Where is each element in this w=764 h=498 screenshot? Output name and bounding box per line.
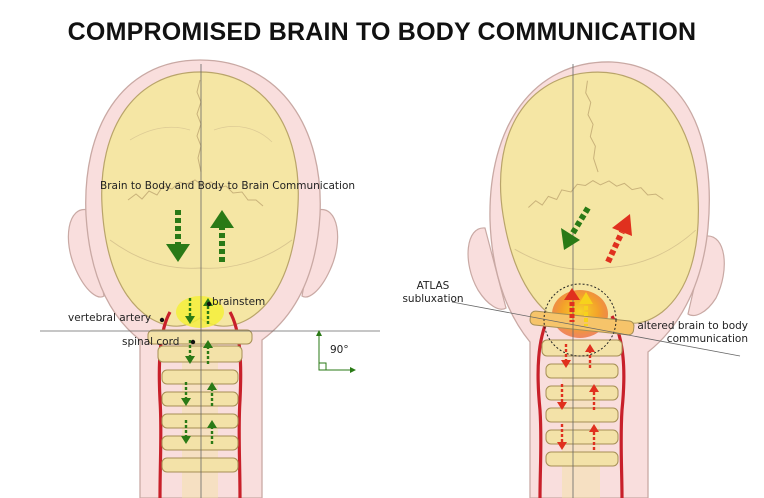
right-vertebral-artery-left xyxy=(536,317,550,498)
right-vertebra-c4 xyxy=(545,385,619,401)
brainstem-pointer-dot xyxy=(206,301,212,307)
right-tilted-line xyxy=(451,301,741,357)
right-vertebrae xyxy=(529,310,635,467)
spinal-cord-pointer-dot xyxy=(190,339,196,345)
right-head-right-ear xyxy=(687,235,725,317)
left-axis-vertebra xyxy=(157,345,243,363)
atlas-label-line2: subluxation xyxy=(402,293,464,305)
right-vertebral-artery-right xyxy=(610,315,626,498)
right-axis-vertebra xyxy=(541,339,623,357)
right-vertebra-c3 xyxy=(545,363,619,379)
communication-label: Brain to Body and Body to Brain Communic… xyxy=(100,180,355,193)
spinal-cord-label: spinal cord xyxy=(122,336,180,348)
atlas-label-line1: ATLAS xyxy=(416,280,450,292)
left-vertebra-c4 xyxy=(161,391,239,407)
altered-label-line1: altered brain to body xyxy=(637,320,748,332)
vertebral-artery-label: vertebral artery xyxy=(68,312,152,324)
subluxation-dotted-circle xyxy=(543,283,617,357)
left-vertebra-c6 xyxy=(161,435,239,451)
subluxation-arrows xyxy=(564,288,593,326)
left-vertebrae xyxy=(147,329,253,473)
page-title: COMPROMISED BRAIN TO BODY COMMUNICATION xyxy=(67,18,697,46)
left-head-skull xyxy=(101,71,299,327)
left-up-arrow-large xyxy=(210,210,234,262)
communication-label-text: Brain to Body and Body to Brain Communic… xyxy=(100,180,356,192)
left-vertebra-c7 xyxy=(161,457,239,473)
left-head-right-ear xyxy=(301,209,339,298)
right-vertebra-c6 xyxy=(545,429,619,445)
altered-label-line2: communication xyxy=(666,333,748,345)
right-down-arrow-large xyxy=(561,206,591,250)
left-vertebra-c3 xyxy=(161,369,239,385)
right-small-arrows xyxy=(557,344,599,450)
left-down-arrow-large xyxy=(166,210,190,262)
right-vertebra-c5 xyxy=(545,407,619,423)
brainstem-label: brainstem xyxy=(212,296,266,308)
left-vertebra-c5 xyxy=(161,413,239,429)
altered-communication-label: altered brain to body communication xyxy=(620,320,748,346)
angle-label: 90° xyxy=(330,344,349,356)
right-head-illustration xyxy=(451,61,741,498)
right-angle-indicator xyxy=(316,330,356,373)
left-head-illustration xyxy=(40,59,380,498)
left-head-suture-lambdoid xyxy=(127,179,264,207)
right-head-left-ear xyxy=(467,227,507,310)
atlas-subluxation-label: ATLAS subluxation xyxy=(398,280,468,306)
left-head-left-ear xyxy=(67,209,105,298)
right-atlas-vertebra xyxy=(529,310,635,336)
vertebral-artery-pointer-dot xyxy=(159,317,165,323)
left-atlas-vertebra xyxy=(147,329,253,345)
right-vertebra-c7 xyxy=(545,451,619,467)
right-up-arrow-large xyxy=(605,214,632,264)
